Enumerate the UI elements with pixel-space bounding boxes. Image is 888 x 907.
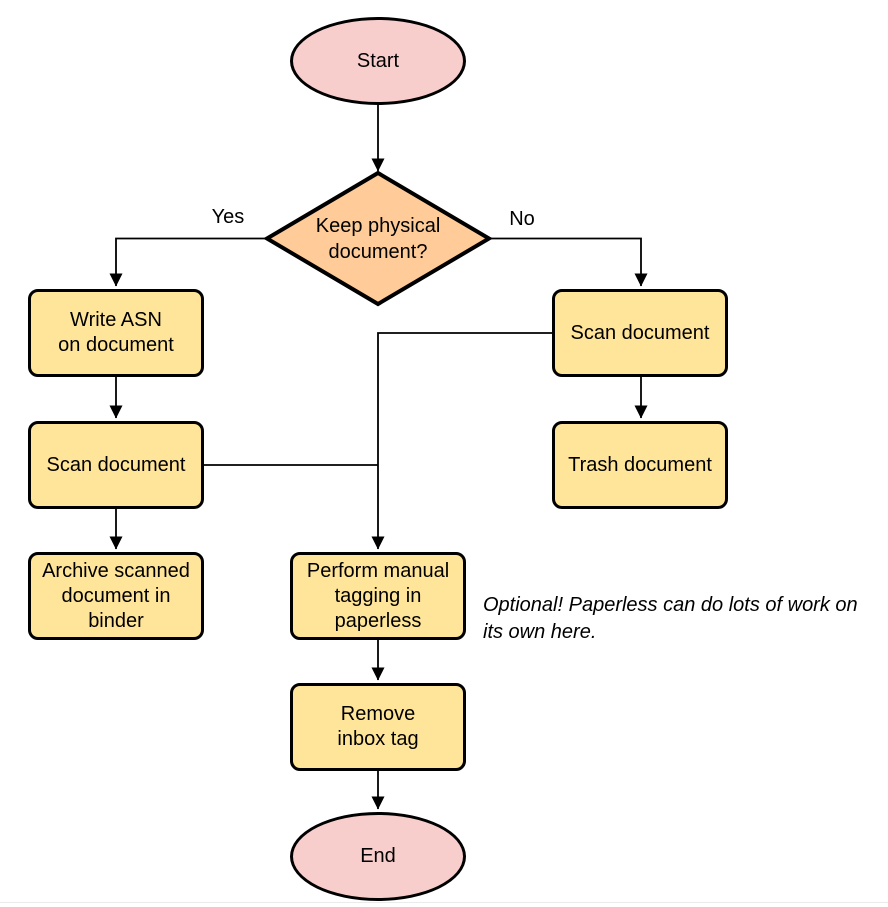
node-decision-shape xyxy=(263,170,493,307)
node-remove-inbox-tag: Remove inbox tag xyxy=(290,683,466,771)
node-write-asn-label: Write ASN on document xyxy=(58,309,174,356)
node-start-label: Start xyxy=(356,49,400,72)
node-write-asn: Write ASN on document xyxy=(28,289,204,377)
edge-decision-yes-to-write-asn xyxy=(109,237,267,287)
node-trash-document-label: Trash document xyxy=(568,453,712,476)
node-scan-document-left-label: Scan document xyxy=(46,453,186,476)
node-scan-document-left: Scan document xyxy=(28,421,204,509)
edge-label-no: No xyxy=(509,207,535,230)
node-trash-document: Trash document xyxy=(552,421,728,509)
node-perform-tagging: Perform manual tagging in paperless xyxy=(290,552,466,640)
node-archive-document-label: Archive scanned document in binder xyxy=(42,559,190,632)
optional-annotation-line1: Optional! Paperless can do lots of work … xyxy=(483,594,858,616)
node-scan-document-right-label: Scan document xyxy=(570,321,710,344)
node-decision-label: Keep physical document? xyxy=(315,214,441,263)
node-perform-tagging-label: Perform manual tagging in paperless xyxy=(306,559,450,632)
node-start: Start xyxy=(290,17,466,105)
node-archive-document: Archive scanned document in binder xyxy=(28,552,204,640)
node-remove-inbox-tag-label: Remove inbox tag xyxy=(337,703,419,750)
edge-decision-no-to-scan-right xyxy=(489,237,648,287)
node-end-label: End xyxy=(360,845,396,867)
edge-label-yes: Yes xyxy=(211,205,245,228)
bottom-divider xyxy=(0,902,888,903)
node-end: End xyxy=(290,812,466,901)
node-scan-document-right: Scan document xyxy=(552,289,728,377)
optional-annotation: Optional! Paperless can do lots of work … xyxy=(483,592,888,646)
optional-annotation-line2: its own here. xyxy=(483,621,597,643)
edge-scan-right-to-perform-tagging xyxy=(371,332,552,550)
